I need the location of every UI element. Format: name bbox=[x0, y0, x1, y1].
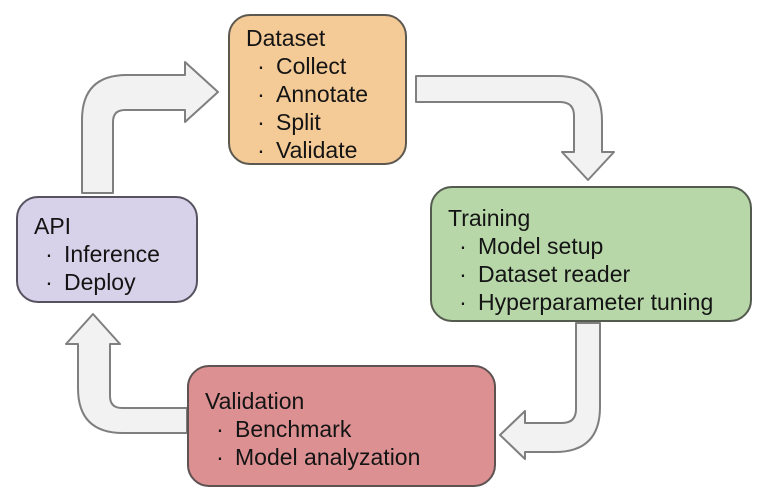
bullet-icon: · bbox=[257, 137, 265, 163]
arrow-training-to-validation bbox=[499, 322, 601, 460]
list-item: · Annotate bbox=[246, 80, 399, 108]
training-box-title: Training bbox=[448, 205, 531, 231]
api-box-title: API bbox=[34, 213, 72, 239]
list-item: · Benchmark bbox=[205, 415, 488, 443]
validation-box: Validation · Benchmark · Model analyzation bbox=[187, 365, 496, 487]
bullet-icon: · bbox=[45, 269, 53, 295]
list-item: · Inference bbox=[34, 240, 190, 268]
list-item-label: Split bbox=[276, 109, 321, 135]
dataset-box-title: Dataset bbox=[246, 25, 326, 51]
list-item: · Model analyzation bbox=[205, 443, 488, 471]
list-item-label: Model analyzation bbox=[235, 444, 421, 470]
list-item-label: Hyperparameter tuning bbox=[478, 289, 714, 315]
bullet-icon: · bbox=[257, 53, 265, 79]
bullet-icon: · bbox=[45, 241, 53, 267]
list-item-label: Inference bbox=[64, 241, 160, 267]
api-box: API · Inference · Deploy bbox=[16, 196, 198, 303]
arrow-dataset-to-training bbox=[415, 75, 615, 181]
list-item-label: Validate bbox=[276, 137, 358, 163]
bullet-icon: · bbox=[216, 444, 224, 470]
list-item-label: Annotate bbox=[276, 81, 369, 107]
dataset-box: Dataset · Collect · Annotate · Split · Validate bbox=[228, 14, 407, 165]
bullet-icon: · bbox=[257, 81, 265, 107]
dataset-item-list: · Collect · Annotate · Split · Validate bbox=[246, 52, 399, 164]
bullet-icon: · bbox=[459, 233, 467, 259]
list-item: · Validate bbox=[246, 136, 399, 164]
api-item-list: · Inference · Deploy bbox=[34, 240, 190, 296]
list-item-label: Dataset reader bbox=[478, 261, 631, 287]
list-item: · Dataset reader bbox=[448, 260, 744, 288]
list-item: · Model setup bbox=[448, 232, 744, 260]
bullet-icon: · bbox=[216, 416, 224, 442]
validation-item-list: · Benchmark · Model analyzation bbox=[205, 415, 488, 471]
list-item: · Split bbox=[246, 108, 399, 136]
list-item-label: Model setup bbox=[478, 233, 604, 259]
arrow-api-to-dataset bbox=[81, 61, 219, 194]
list-item: · Collect bbox=[246, 52, 399, 80]
list-item-label: Deploy bbox=[64, 269, 136, 295]
list-item: · Hyperparameter tuning bbox=[448, 288, 744, 316]
bullet-icon: · bbox=[459, 261, 467, 287]
training-box: Training · Model setup · Dataset reader · Hyp… bbox=[430, 186, 752, 322]
list-item: · Deploy bbox=[34, 268, 190, 296]
arrow-validation-to-api bbox=[65, 313, 188, 434]
bullet-icon: · bbox=[257, 109, 265, 135]
list-item-label: Benchmark bbox=[235, 416, 352, 442]
list-item-label: Collect bbox=[276, 53, 347, 79]
training-item-list: · Model setup · Dataset reader · Hyperparamet… bbox=[448, 232, 744, 316]
validation-box-title: Validation bbox=[205, 388, 305, 414]
bullet-icon: · bbox=[459, 289, 467, 315]
